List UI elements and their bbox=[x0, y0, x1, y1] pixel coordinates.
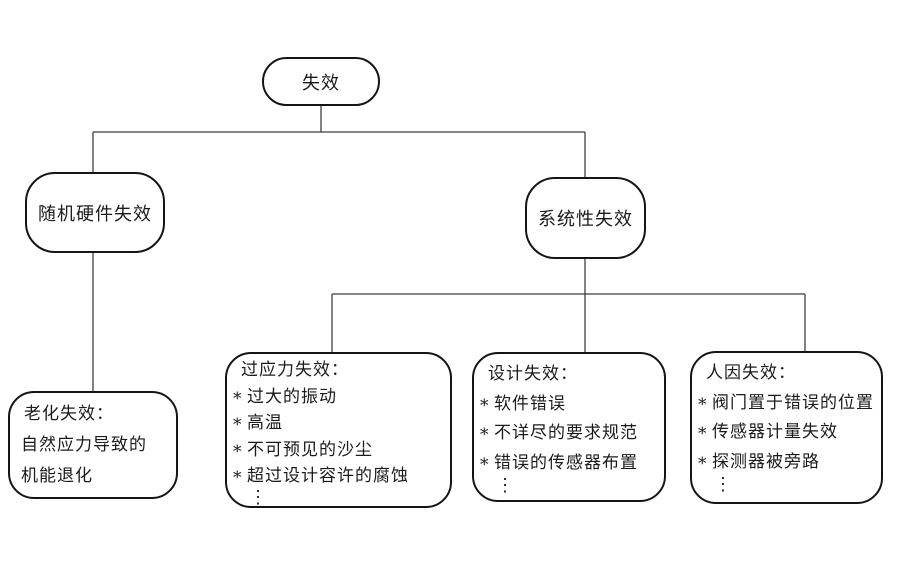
node-title: 过应力失效： bbox=[241, 360, 349, 380]
bullet-text: 错误的传感器布置 bbox=[494, 452, 638, 473]
bullet-item: *过大的振动 bbox=[227, 384, 450, 411]
bullet-text: 高温 bbox=[247, 413, 283, 433]
bullet-marker: * bbox=[480, 395, 490, 416]
bullet-marker: * bbox=[698, 424, 708, 444]
bullet-marker: * bbox=[480, 454, 490, 475]
bullet-item: *不可预见的沙尘 bbox=[227, 437, 450, 464]
node-aging-failure: 老化失效： 自然应力导致的 机能退化 bbox=[8, 391, 178, 499]
bullet-marker: * bbox=[233, 388, 243, 409]
node-title: 设计失效： bbox=[488, 364, 578, 384]
bullet-marker: * bbox=[233, 415, 243, 435]
bullet-marker: * bbox=[233, 468, 243, 488]
bullet-text: 软件错误 bbox=[494, 393, 566, 414]
node-label: 随机硬件失效 bbox=[38, 203, 152, 225]
bullet-marker: * bbox=[698, 453, 708, 474]
bullet-item: *不详尽的要求规范 bbox=[474, 419, 664, 449]
bullet-marker: * bbox=[233, 441, 243, 462]
vertical-ellipsis: ⋮ bbox=[714, 474, 733, 495]
bullet-item: *超过设计容许的腐蚀 bbox=[227, 463, 450, 490]
bullet-text: 不可预见的沙尘 bbox=[247, 439, 373, 460]
vertical-ellipsis: ⋮ bbox=[249, 486, 268, 508]
bullet-item: *传感器计量失效 bbox=[692, 418, 881, 448]
node-overstress-failure: 过应力失效： *过大的振动 *高温 *不可预见的沙尘 *超过设计容许的腐蚀 ⋮ bbox=[225, 352, 452, 508]
bullet-text: 超过设计容许的腐蚀 bbox=[247, 466, 409, 486]
bullet-item: *阀门置于错误的位置 bbox=[692, 389, 881, 419]
bullet-text: 不详尽的要求规范 bbox=[494, 423, 638, 443]
node-label: 失效 bbox=[302, 72, 340, 94]
connector-path bbox=[92, 106, 806, 393]
vertical-ellipsis: ⋮ bbox=[496, 475, 515, 496]
description-line: 自然应力导致的 bbox=[21, 435, 147, 455]
bullet-text: 传感器计量失效 bbox=[712, 422, 838, 442]
node-title: 人因失效： bbox=[706, 363, 796, 383]
bullet-text: 过大的振动 bbox=[247, 386, 337, 407]
node-random-hardware-failure: 随机硬件失效 bbox=[25, 172, 165, 253]
node-systematic-failure: 系统性失效 bbox=[525, 177, 646, 259]
bullet-item: *错误的传感器布置 bbox=[474, 449, 664, 479]
node-title: 老化失效： bbox=[24, 404, 114, 424]
bullet-marker: * bbox=[480, 425, 490, 445]
bullet-text: 探测器被旁路 bbox=[712, 451, 820, 472]
bullet-item: *软件错误 bbox=[474, 390, 664, 420]
description-line: 机能退化 bbox=[21, 466, 93, 486]
bullet-marker: * bbox=[698, 394, 708, 415]
node-human-factor-failure: 人因失效： *阀门置于错误的位置 *传感器计量失效 *探测器被旁路 ⋮ bbox=[690, 351, 883, 504]
node-design-failure: 设计失效： *软件错误 *不详尽的要求规范 *错误的传感器布置 ⋮ bbox=[472, 352, 666, 502]
node-label: 系统性失效 bbox=[538, 209, 633, 230]
bullet-item: *高温 bbox=[227, 410, 450, 437]
bullet-text: 阀门置于错误的位置 bbox=[712, 392, 874, 413]
node-failure-root: 失效 bbox=[262, 57, 380, 106]
bullet-item: *探测器被旁路 bbox=[692, 448, 881, 478]
